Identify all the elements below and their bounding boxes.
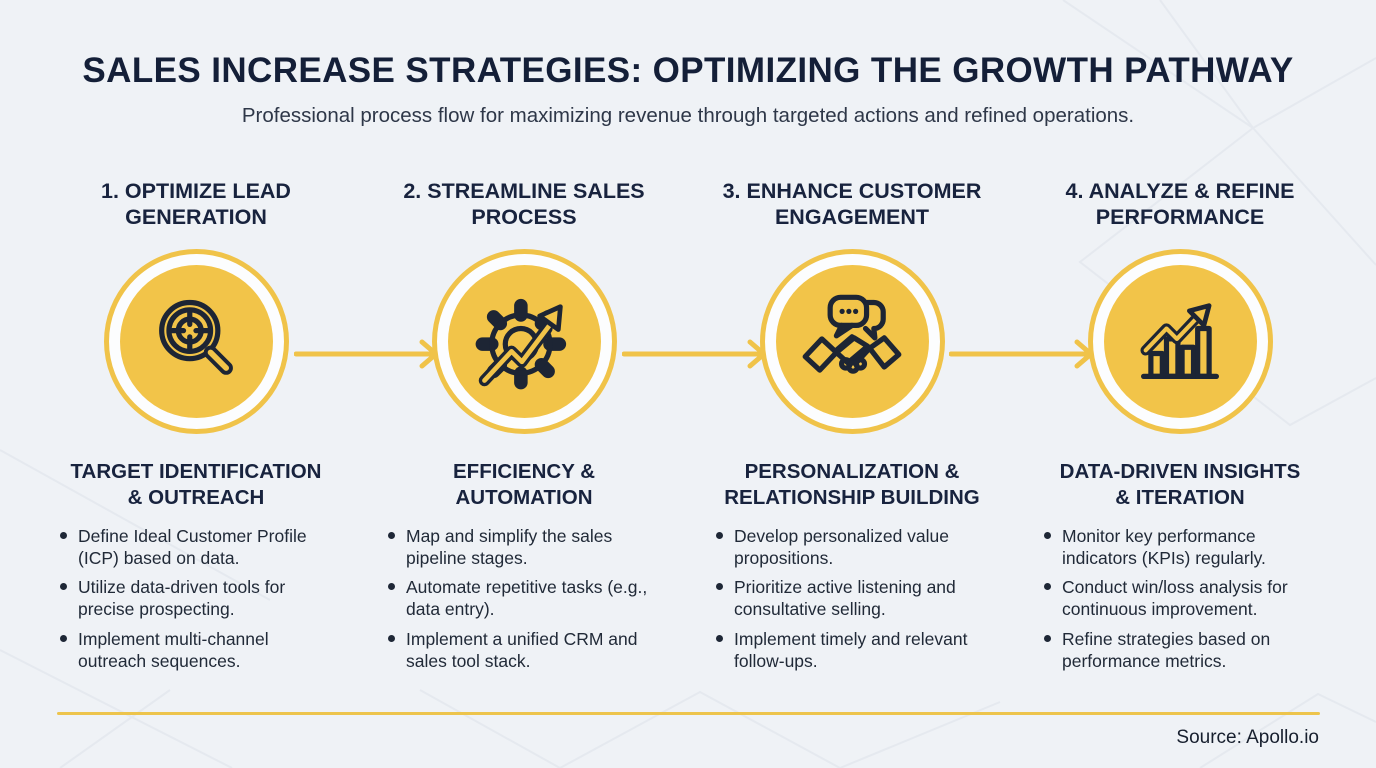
handshake-chat-icon xyxy=(802,294,902,374)
magnifier-target-icon xyxy=(159,299,233,375)
step-4-title: 4. ANALYZE & REFINE PERFORMANCE xyxy=(1065,178,1295,230)
step-column-2: 2. STREAMLINE SALES PROCESS xyxy=(360,178,688,680)
step-4-bullet-list: Monitor key performance indicators (KPIs… xyxy=(1044,525,1316,679)
page-title: SALES INCREASE STRATEGIES: OPTIMIZING TH… xyxy=(82,51,1294,90)
bullet-item: Prioritize active listening and consulta… xyxy=(716,576,988,620)
bullet-item: Refine strategies based on performance m… xyxy=(1044,628,1316,672)
bullet-item: Monitor key performance indicators (KPIs… xyxy=(1044,525,1316,569)
step-2-bullet-list: Map and simplify the sales pipeline stag… xyxy=(388,525,660,679)
bullet-dot xyxy=(388,531,395,539)
source-credit: Source: Apollo.io xyxy=(1176,727,1319,748)
bullet-item: Utilize data-driven tools for precise pr… xyxy=(60,576,332,620)
step-1-circle-fill xyxy=(119,264,273,418)
step-2-title: 2. STREAMLINE SALES PROCESS xyxy=(403,178,645,230)
bullet-item: Define Ideal Customer Profile (ICP) base… xyxy=(60,525,332,569)
bullet-item: Conduct win/loss analysis for continuous… xyxy=(1044,576,1316,620)
header: SALES INCREASE STRATEGIES: OPTIMIZING TH… xyxy=(0,0,1376,128)
bullet-dot xyxy=(716,531,723,539)
bullet-text: Develop personalized value propositions. xyxy=(734,525,949,568)
bullet-text: Utilize data-driven tools for precise pr… xyxy=(78,577,286,620)
bullet-dot xyxy=(1044,531,1051,539)
step-3-title: 3. ENHANCE CUSTOMER ENGAGEMENT xyxy=(722,178,982,230)
step-column-1: 1. OPTIMIZE LEAD GENERATION xyxy=(32,178,360,680)
step-2-circle xyxy=(431,248,617,434)
step-1-circle xyxy=(103,248,289,434)
step-3-bullet-list: Develop personalized value propositions.… xyxy=(716,525,988,679)
gear-growth-arrow-icon xyxy=(475,298,567,390)
bullet-dot xyxy=(1044,583,1051,591)
bullet-item: Implement a unified CRM and sales tool s… xyxy=(388,628,660,672)
step-1-title: 1. OPTIMIZE LEAD GENERATION xyxy=(101,178,291,230)
step-1-subtitle: TARGET IDENTIFICATION & OUTREACH xyxy=(70,459,322,510)
process-flow-row: 1. OPTIMIZE LEAD GENERATION xyxy=(0,178,1376,680)
bullet-item: Map and simplify the sales pipeline stag… xyxy=(388,525,660,569)
page-subtitle: Professional process flow for maximizing… xyxy=(241,103,1135,127)
bullet-dot xyxy=(388,634,395,642)
bullet-dot xyxy=(60,583,67,591)
footer-divider xyxy=(57,712,1320,715)
step-4-circle-fill xyxy=(1103,264,1257,418)
bullet-text: Refine strategies based on performance m… xyxy=(1062,628,1271,671)
bullet-item: Automate repetitive tasks (e.g., data en… xyxy=(388,576,660,620)
bullet-text: Implement multi-channel outreach sequenc… xyxy=(78,628,269,671)
bullet-dot xyxy=(716,583,723,591)
bullet-dot xyxy=(60,531,67,539)
bullet-text: Implement a unified CRM and sales tool s… xyxy=(406,628,638,671)
step-1-bullet-list: Define Ideal Customer Profile (ICP) base… xyxy=(60,525,332,679)
step-column-4: 4. ANALYZE & REFINE PERFORMANCE xyxy=(1016,178,1344,680)
bullet-item: Implement timely and relevant follow-ups… xyxy=(716,628,988,672)
step-4-circle xyxy=(1087,248,1273,434)
step-3-circle xyxy=(759,248,945,434)
bullet-dot xyxy=(1044,634,1051,642)
bullet-item: Implement multi-channel outreach sequenc… xyxy=(60,628,332,672)
bullet-text: Monitor key performance indicators (KPIs… xyxy=(1062,525,1266,568)
bullet-dot xyxy=(716,634,723,642)
bullet-dot xyxy=(388,583,395,591)
bullet-text: Conduct win/loss analysis for continuous… xyxy=(1062,577,1288,620)
bar-chart-growth-icon xyxy=(1140,303,1219,379)
step-3-subtitle: PERSONALIZATION & RELATIONSHIP BUILDING xyxy=(724,459,980,510)
bullet-item: Develop personalized value propositions. xyxy=(716,525,988,569)
step-2-subtitle: EFFICIENCY & AUTOMATION xyxy=(453,459,595,510)
step-column-3: 3. ENHANCE CUSTOMER ENGAGEMENT xyxy=(688,178,1016,680)
bullet-text: Prioritize active listening and consulta… xyxy=(734,577,956,620)
bullet-text: Define Ideal Customer Profile (ICP) base… xyxy=(78,525,307,568)
bullet-dot xyxy=(60,634,67,642)
bullet-text: Implement timely and relevant follow-ups… xyxy=(734,628,968,671)
bullet-text: Automate repetitive tasks (e.g., data en… xyxy=(406,577,648,620)
bullet-text: Map and simplify the sales pipeline stag… xyxy=(406,525,613,568)
step-4-subtitle: DATA-DRIVEN INSIGHTS & ITERATION xyxy=(1059,459,1301,510)
step-3-circle-fill xyxy=(775,264,929,418)
step-2-circle-fill xyxy=(447,264,601,418)
